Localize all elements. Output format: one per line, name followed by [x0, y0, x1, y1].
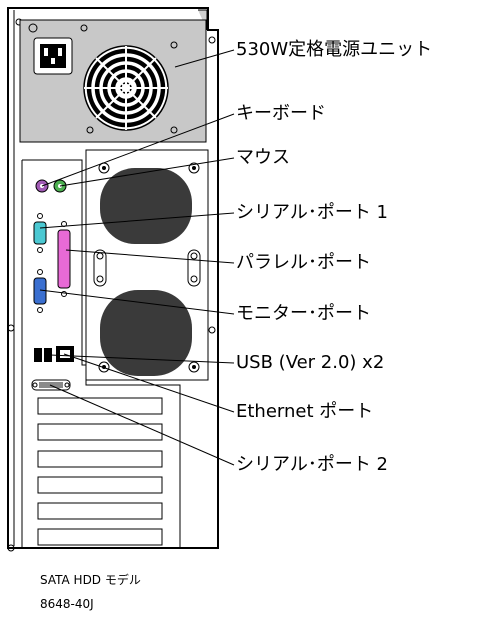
serial-port-1	[33, 221, 47, 245]
model-caption: SATA HDD モデル	[40, 573, 141, 587]
case-fans	[93, 162, 201, 376]
io-panel	[21, 149, 209, 548]
parallel-port	[57, 229, 71, 289]
callout-ethernet: Ethernet ポート	[236, 401, 374, 422]
usb-ports	[34, 348, 52, 362]
fan-grille	[83, 45, 169, 131]
callout-power-supply: 530W定格電源ユニット	[236, 39, 433, 60]
callout-parallel-port: パラレル･ポート	[236, 252, 371, 273]
leader-lines	[39, 49, 235, 466]
expansion-slots	[37, 397, 163, 546]
callout-serial-port-1: シリアル･ポート 1	[236, 202, 388, 223]
callout-usb: USB (Ver 2.0) x2	[236, 352, 385, 373]
callout-serial-port-2: シリアル･ポート 2	[236, 454, 388, 475]
model-code: 8648-40J	[40, 597, 94, 611]
callout-mouse: マウス	[236, 147, 290, 168]
callout-keyboard: キーボード	[236, 103, 326, 124]
callout-monitor-port: モニター･ポート	[236, 303, 371, 324]
power-supply-unit	[19, 19, 207, 143]
